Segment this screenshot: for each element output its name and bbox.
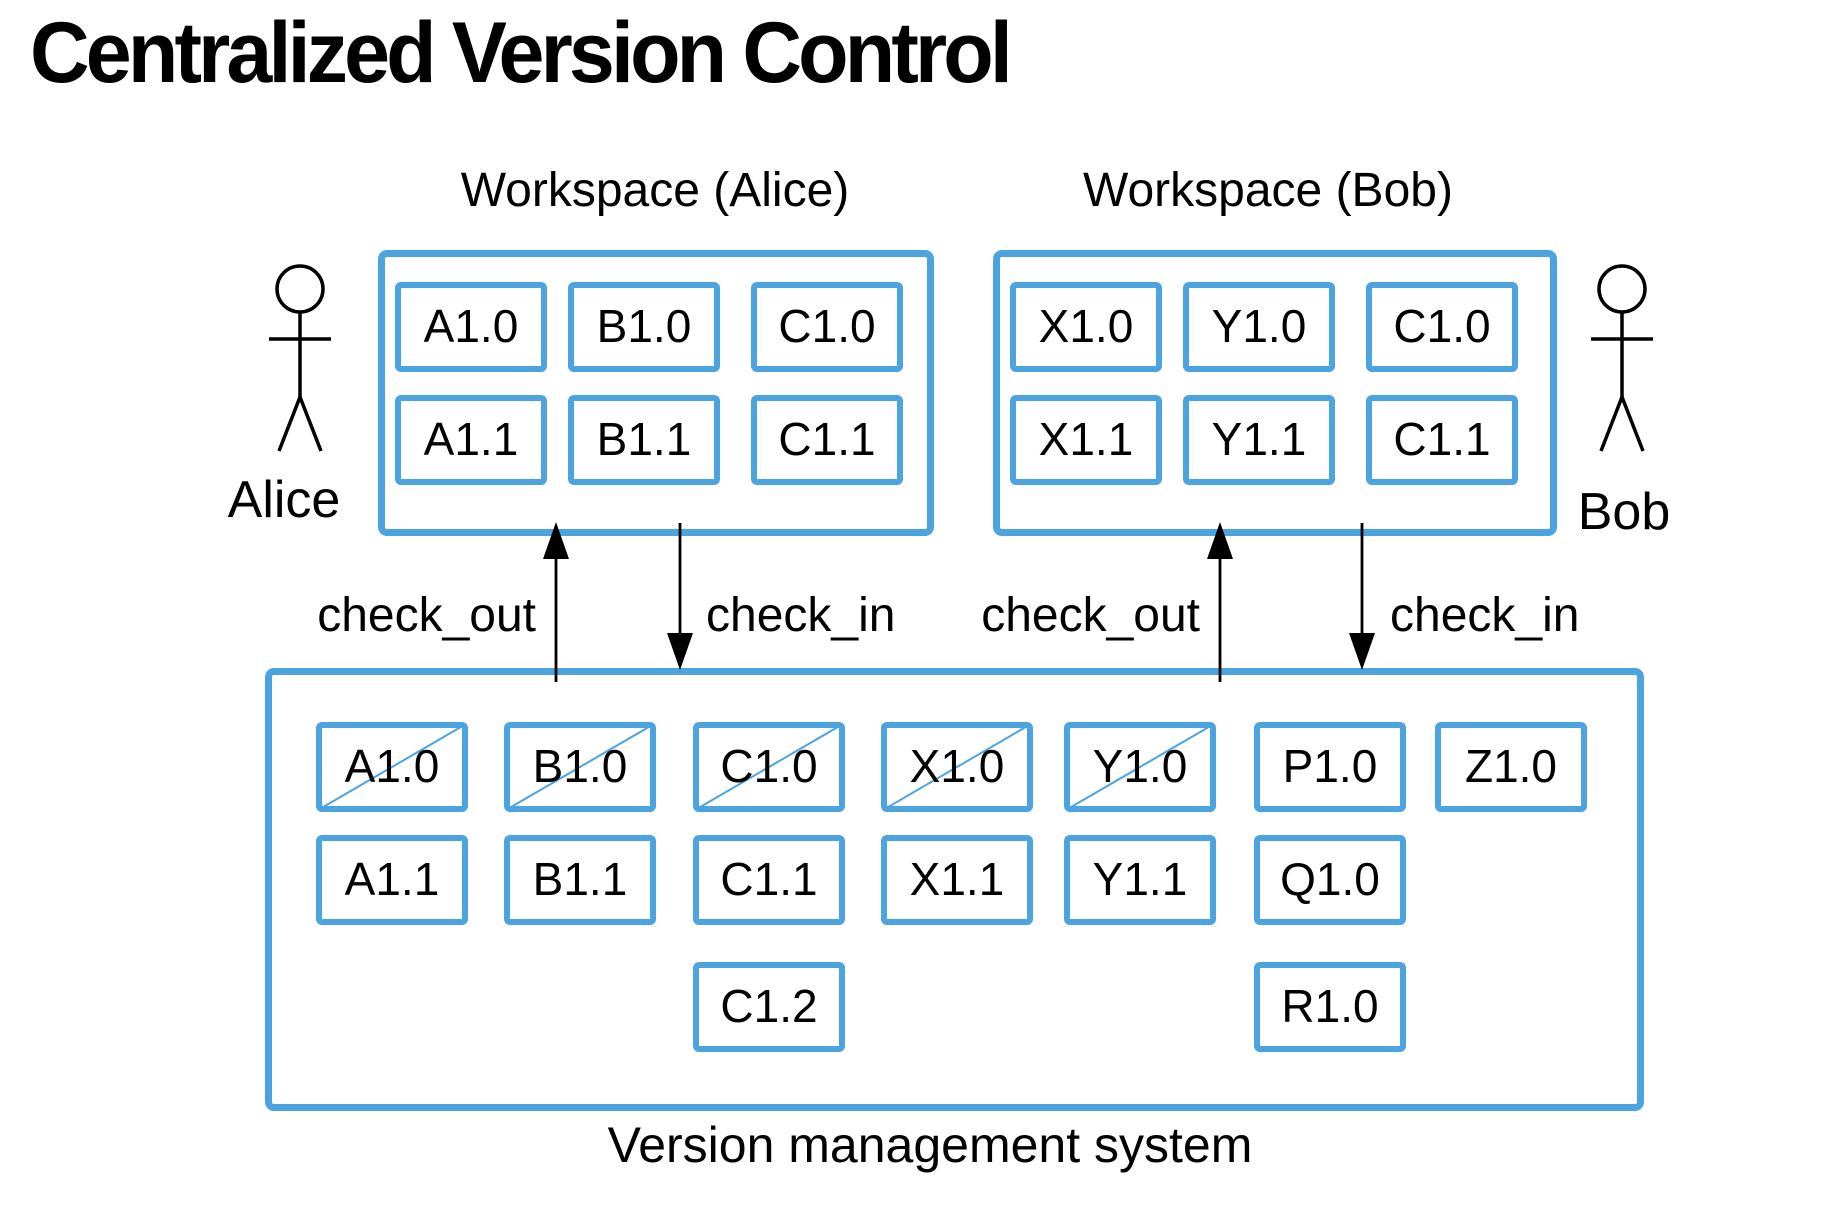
alice-check-out-arrow [543, 522, 569, 682]
file-version-label: B1.0 [532, 740, 628, 792]
bob-file-box: X1.0 [1010, 282, 1162, 372]
alice-file-box: C1.0 [751, 282, 903, 372]
alice-file-box: A1.1 [395, 395, 547, 485]
file-version-label: X1.0 [909, 740, 1005, 792]
vms-file-box: X1.1 [881, 835, 1033, 925]
file-version-label: C1.0 [720, 740, 818, 792]
file-version-label: C1.1 [720, 853, 818, 905]
bob-check-in-arrow [1349, 523, 1375, 670]
file-version-label: A1.0 [344, 740, 440, 792]
alice-check-in-arrow [667, 523, 693, 670]
file-version-label: Y1.1 [1092, 853, 1188, 905]
bob-name-label: Bob [1577, 483, 1671, 541]
vms-file-box: Y1.1 [1064, 835, 1216, 925]
vms-file-box: Q1.0 [1254, 835, 1406, 925]
alice-name-label: Alice [227, 471, 341, 529]
vms-file-box: X1.0 [881, 722, 1033, 812]
file-version-label: Z1.0 [1464, 740, 1558, 792]
alice-file-box: B1.1 [568, 395, 720, 485]
bob-file-box: X1.1 [1010, 395, 1162, 485]
file-version-label: C1.1 [778, 413, 876, 465]
file-version-label: Q1.0 [1280, 853, 1380, 905]
alice-file-box: C1.1 [751, 395, 903, 485]
file-version-label: B1.1 [596, 413, 692, 465]
file-version-label: B1.0 [596, 300, 692, 352]
bob-check-out-arrow [1207, 522, 1233, 682]
bob-file-box: C1.0 [1366, 282, 1518, 372]
bob-file-box: C1.1 [1366, 395, 1518, 485]
file-version-label: X1.0 [1038, 300, 1134, 352]
vms-file-box: Y1.0 [1064, 722, 1216, 812]
file-version-label: B1.1 [532, 853, 628, 905]
file-version-label: A1.1 [423, 413, 519, 465]
bob-check-in-label: check_in [1390, 589, 1580, 642]
vms-file-box: B1.0 [504, 722, 656, 812]
vms-file-box: A1.0 [316, 722, 468, 812]
vms-file-box: A1.1 [316, 835, 468, 925]
bob-file-box: Y1.1 [1183, 395, 1335, 485]
bob-workspace-label: Workspace (Bob) [1083, 164, 1453, 217]
file-version-label: R1.0 [1281, 980, 1379, 1032]
bob-check-out-label: check_out [981, 589, 1200, 642]
file-version-label: Y1.1 [1211, 413, 1307, 465]
file-version-label: P1.0 [1282, 740, 1378, 792]
file-version-label: Y1.0 [1092, 740, 1188, 792]
file-version-label: C1.0 [778, 300, 876, 352]
bob-stick-figure-icon [1591, 264, 1653, 452]
alice-file-box: A1.0 [395, 282, 547, 372]
vms-file-box: C1.0 [693, 722, 845, 812]
bob-file-box: Y1.0 [1183, 282, 1335, 372]
vms-caption: Version management system [607, 1117, 1253, 1173]
vms-file-box: B1.1 [504, 835, 656, 925]
file-version-label: A1.0 [423, 300, 519, 352]
file-version-label: C1.0 [1393, 300, 1491, 352]
page-title: Centralized Version Control [30, 5, 1013, 101]
alice-stick-figure-icon [269, 264, 331, 452]
alice-check-out-label: check_out [317, 589, 536, 642]
file-version-label: X1.1 [1038, 413, 1134, 465]
vms-file-box: C1.2 [693, 962, 845, 1052]
vms-file-box: R1.0 [1254, 962, 1406, 1052]
alice-file-box: B1.0 [568, 282, 720, 372]
file-version-label: C1.1 [1393, 413, 1491, 465]
vms-file-box: P1.0 [1254, 722, 1406, 812]
file-version-label: X1.1 [909, 853, 1005, 905]
vms-file-box: C1.1 [693, 835, 845, 925]
vms-file-box: Z1.0 [1435, 722, 1587, 812]
file-version-label: A1.1 [344, 853, 440, 905]
alice-workspace-label: Workspace (Alice) [460, 164, 850, 217]
file-version-label: Y1.0 [1211, 300, 1307, 352]
file-version-label: C1.2 [720, 980, 818, 1032]
alice-check-in-label: check_in [706, 589, 896, 642]
